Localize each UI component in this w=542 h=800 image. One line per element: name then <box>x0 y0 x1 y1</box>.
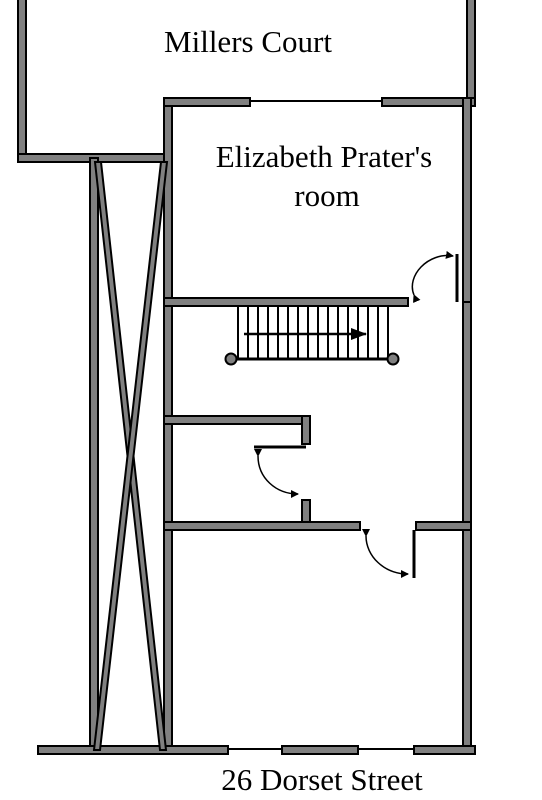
newel-post-left <box>224 352 238 366</box>
cross-beam-2 <box>92 161 169 751</box>
landing-wall <box>163 297 409 307</box>
prater-room-label-line1: Elizabeth Prater's <box>216 139 432 174</box>
closet-right-wall <box>301 415 311 445</box>
ground-wall-left <box>163 521 361 531</box>
staircase <box>231 306 394 361</box>
top-wall-right <box>381 97 476 107</box>
street-wall-mid <box>281 745 359 755</box>
closet-door-swing-arrow <box>253 448 299 498</box>
ground-door-swing-arrow <box>361 528 409 578</box>
right-wall-upper <box>462 97 472 303</box>
millers-court-label: Millers Court <box>164 24 332 59</box>
newel-post-right <box>386 352 400 366</box>
street-label: 26 Dorset Street <box>221 762 423 797</box>
prater-door-swing-arrow <box>411 250 454 304</box>
closet-top-wall <box>163 415 309 425</box>
top-wall-left <box>163 97 251 107</box>
street-wall-right <box>413 745 476 755</box>
ground-wall-right <box>415 521 472 531</box>
passage-left-wall <box>89 157 99 753</box>
court-right-wall <box>466 0 476 103</box>
prater-room-label-line2: room <box>294 178 359 213</box>
court-left-wall <box>17 0 27 159</box>
street-wall-left <box>37 745 229 755</box>
